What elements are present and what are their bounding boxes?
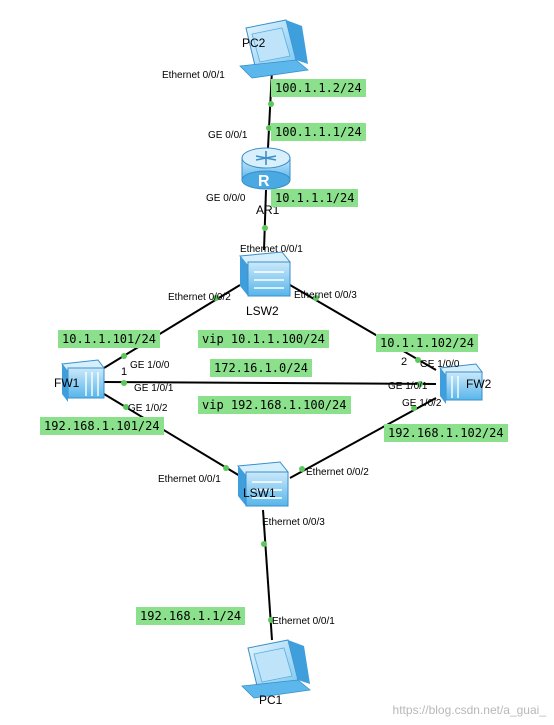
- port-dot: [313, 295, 319, 301]
- switch-icon: [239, 251, 291, 297]
- vip-down-label: vip 192.168.1.100/24: [198, 396, 351, 414]
- fw1-up-ip-label: 10.1.1.101/24: [58, 330, 160, 348]
- vip-up-label: vip 10.1.1.100/24: [198, 330, 329, 348]
- port-dot: [223, 465, 229, 471]
- lsw2-label: LSW2: [246, 304, 279, 318]
- port-label: GE 1/0/1: [388, 381, 428, 392]
- fw2-label: FW2: [466, 377, 492, 391]
- svg-text:R: R: [258, 173, 270, 190]
- fw2-down-ip-label: 192.168.1.102/24: [384, 424, 508, 442]
- port-label: GE 1/0/2: [128, 403, 168, 414]
- port-label: Ethernet 0/0/3: [262, 517, 325, 528]
- firewall-icon: [439, 363, 483, 404]
- port-label: GE 1/0/0: [420, 359, 460, 370]
- port-dots: [121, 101, 423, 623]
- port-label: Ethernet 0/0/1: [162, 70, 225, 81]
- port-label: GE 1/0/1: [134, 383, 174, 394]
- port-label: Ethernet 0/0/3: [294, 290, 357, 301]
- pc1-ip-label: 192.168.1.1/24: [136, 607, 246, 625]
- port-dot: [266, 125, 272, 131]
- port-label: GE 0/0/1: [208, 130, 248, 141]
- port-label: GE 1/0/0: [130, 360, 170, 371]
- port-dot: [121, 380, 127, 386]
- router-icon: R: [241, 147, 291, 190]
- port-dot: [213, 295, 219, 301]
- fw1-label: FW1: [54, 376, 80, 390]
- port-label: GE 0/0/0: [206, 193, 246, 204]
- heartbeat-net-label: 172.16.1.0/24: [210, 359, 312, 377]
- port-dot: [123, 404, 129, 410]
- port-label: Ethernet 0/0/1: [272, 616, 335, 627]
- ar1-ge000-ip-label: 10.1.1.1/24: [271, 189, 359, 207]
- firewall-icon: [61, 359, 105, 402]
- fw1-device[interactable]: FW1: [54, 359, 105, 402]
- pc2-device[interactable]: PC2: [239, 19, 309, 79]
- port-label: Ethernet 0/0/1: [240, 244, 303, 255]
- port-dot: [415, 357, 421, 363]
- pc2-label: PC2: [242, 36, 266, 50]
- port-label: Ethernet 0/0/2: [168, 292, 231, 303]
- port-labels: Ethernet 0/0/1 GE 0/0/1 GE 0/0/0 Etherne…: [128, 70, 460, 627]
- pc-icon: [239, 19, 309, 79]
- ar1-ge001-ip-label: 100.1.1.1/24: [271, 123, 366, 141]
- port-dot: [268, 617, 274, 623]
- port-dot: [417, 381, 423, 387]
- pc1-device[interactable]: PC1: [241, 639, 311, 707]
- port-dot: [262, 225, 268, 231]
- pc-icon: [241, 639, 311, 699]
- watermark: https://blog.csdn.net/a_guai_: [392, 703, 546, 717]
- port-dot: [268, 101, 274, 107]
- port-dot: [261, 541, 267, 547]
- fw1-down-ip-label: 192.168.1.101/24: [40, 417, 164, 435]
- heartbeat-end-fw1: 1: [121, 366, 128, 378]
- switch-icon: [237, 461, 289, 507]
- pc1-label: PC1: [259, 693, 283, 707]
- lsw1-device[interactable]: LSW1: [237, 461, 289, 507]
- fw2-device[interactable]: FW2: [439, 363, 492, 404]
- lsw2-device[interactable]: LSW2: [239, 251, 291, 318]
- port-label: GE 1/0/2: [402, 398, 442, 409]
- port-dot: [121, 353, 127, 359]
- pc2-ip-label: 100.1.1.2/24: [271, 79, 366, 97]
- port-dot: [299, 466, 305, 472]
- link-fw2-lsw1: [289, 397, 437, 479]
- link-ar1-lsw2: [263, 189, 267, 251]
- port-label: Ethernet 0/0/1: [158, 474, 221, 485]
- port-label: Ethernet 0/0/2: [306, 467, 369, 478]
- link-fw1-fw2-heartbeat: [103, 381, 437, 385]
- port-dot: [411, 405, 417, 411]
- heartbeat-end-fw2: 2: [401, 356, 408, 368]
- ar1-device[interactable]: R AR1: [241, 147, 291, 217]
- lsw1-label: LSW1: [243, 486, 276, 500]
- fw2-up-ip-label: 10.1.1.102/24: [376, 334, 478, 352]
